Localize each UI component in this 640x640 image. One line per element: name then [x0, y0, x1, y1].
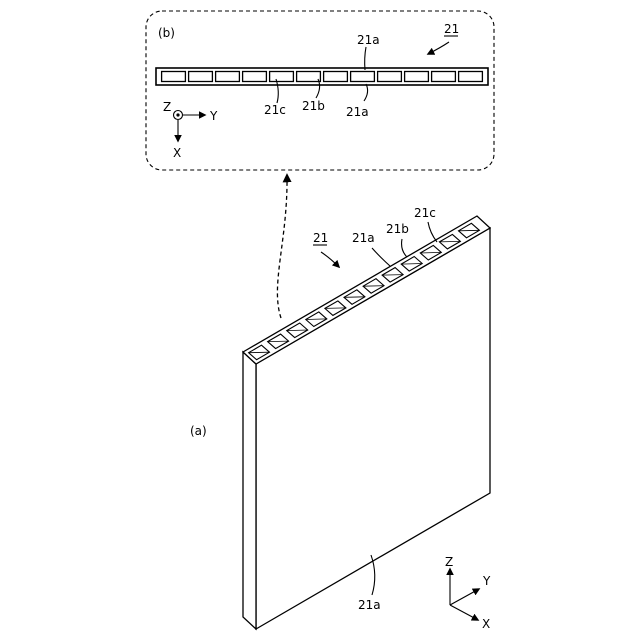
hollow-cell	[324, 72, 348, 82]
label-21a-bottom-b: 21a	[346, 105, 369, 119]
panel-a-label: (a)	[190, 424, 207, 438]
hollow-cell	[189, 72, 213, 82]
hollow-cell	[216, 72, 240, 82]
hollow-cell	[405, 72, 429, 82]
hollow-cell	[378, 72, 402, 82]
panel-b-label: (b)	[158, 26, 175, 40]
axis-y-arrow-a	[450, 589, 479, 605]
label-21a-top-b: 21a	[357, 33, 380, 47]
panel-b-dashed-frame	[146, 11, 494, 170]
panel-a-ref-21: 21	[313, 231, 328, 245]
cell-depth-line	[382, 275, 403, 276]
panel-a-ref-21-arrow	[321, 252, 339, 267]
axis-triad-a: Z Y X	[445, 555, 491, 631]
axis-y-label-a: Y	[482, 574, 491, 588]
hollow-cell	[297, 72, 321, 82]
label-21a-face-a: 21a	[358, 598, 381, 612]
leader-21a-top-b	[365, 47, 366, 70]
cell-depth-line	[363, 286, 384, 287]
panel-b: (b) 21 21a 21c 21b 21a Z Y X	[146, 11, 494, 170]
leader-21a-bottom-b	[364, 84, 368, 101]
axis-y-label-b: Y	[209, 109, 218, 123]
hollow-cell	[162, 72, 186, 82]
leader-21a-top-a	[372, 248, 390, 266]
label-21a-top-a: 21a	[352, 231, 375, 245]
label-21c-b: 21c	[264, 103, 286, 117]
axis-z-dot	[176, 113, 179, 116]
cell-depth-line	[459, 230, 480, 231]
cell-depth-line	[268, 341, 289, 342]
axis-indicator-b: Z Y X	[163, 100, 218, 160]
cell-depth-line	[439, 241, 460, 242]
hollow-cell	[270, 72, 294, 82]
magnify-dashed-arrow	[277, 175, 287, 318]
hollow-cell	[432, 72, 456, 82]
hollow-cell	[459, 72, 483, 82]
panel-b-ref-21: 21	[444, 22, 459, 36]
cell-depth-line	[249, 352, 270, 353]
axis-x-label-a: X	[482, 617, 490, 631]
axis-z-label-a: Z	[445, 555, 453, 569]
axis-x-label-b: X	[173, 146, 181, 160]
panel-b-ref-21-arrow	[428, 42, 449, 54]
label-21b-b: 21b	[302, 99, 325, 113]
cell-depth-line	[325, 308, 346, 309]
leader-21c-a	[428, 222, 437, 242]
label-21b-a: 21b	[386, 222, 409, 236]
axis-x-arrow-a	[450, 605, 478, 620]
cell-depth-line	[344, 297, 365, 298]
axis-z-label-b: Z	[163, 100, 171, 114]
hollow-cell	[351, 72, 375, 82]
plate-side-face	[243, 352, 256, 629]
leader-21b-a	[402, 239, 407, 257]
hollow-cell	[243, 72, 267, 82]
label-21c-a: 21c	[414, 206, 436, 220]
